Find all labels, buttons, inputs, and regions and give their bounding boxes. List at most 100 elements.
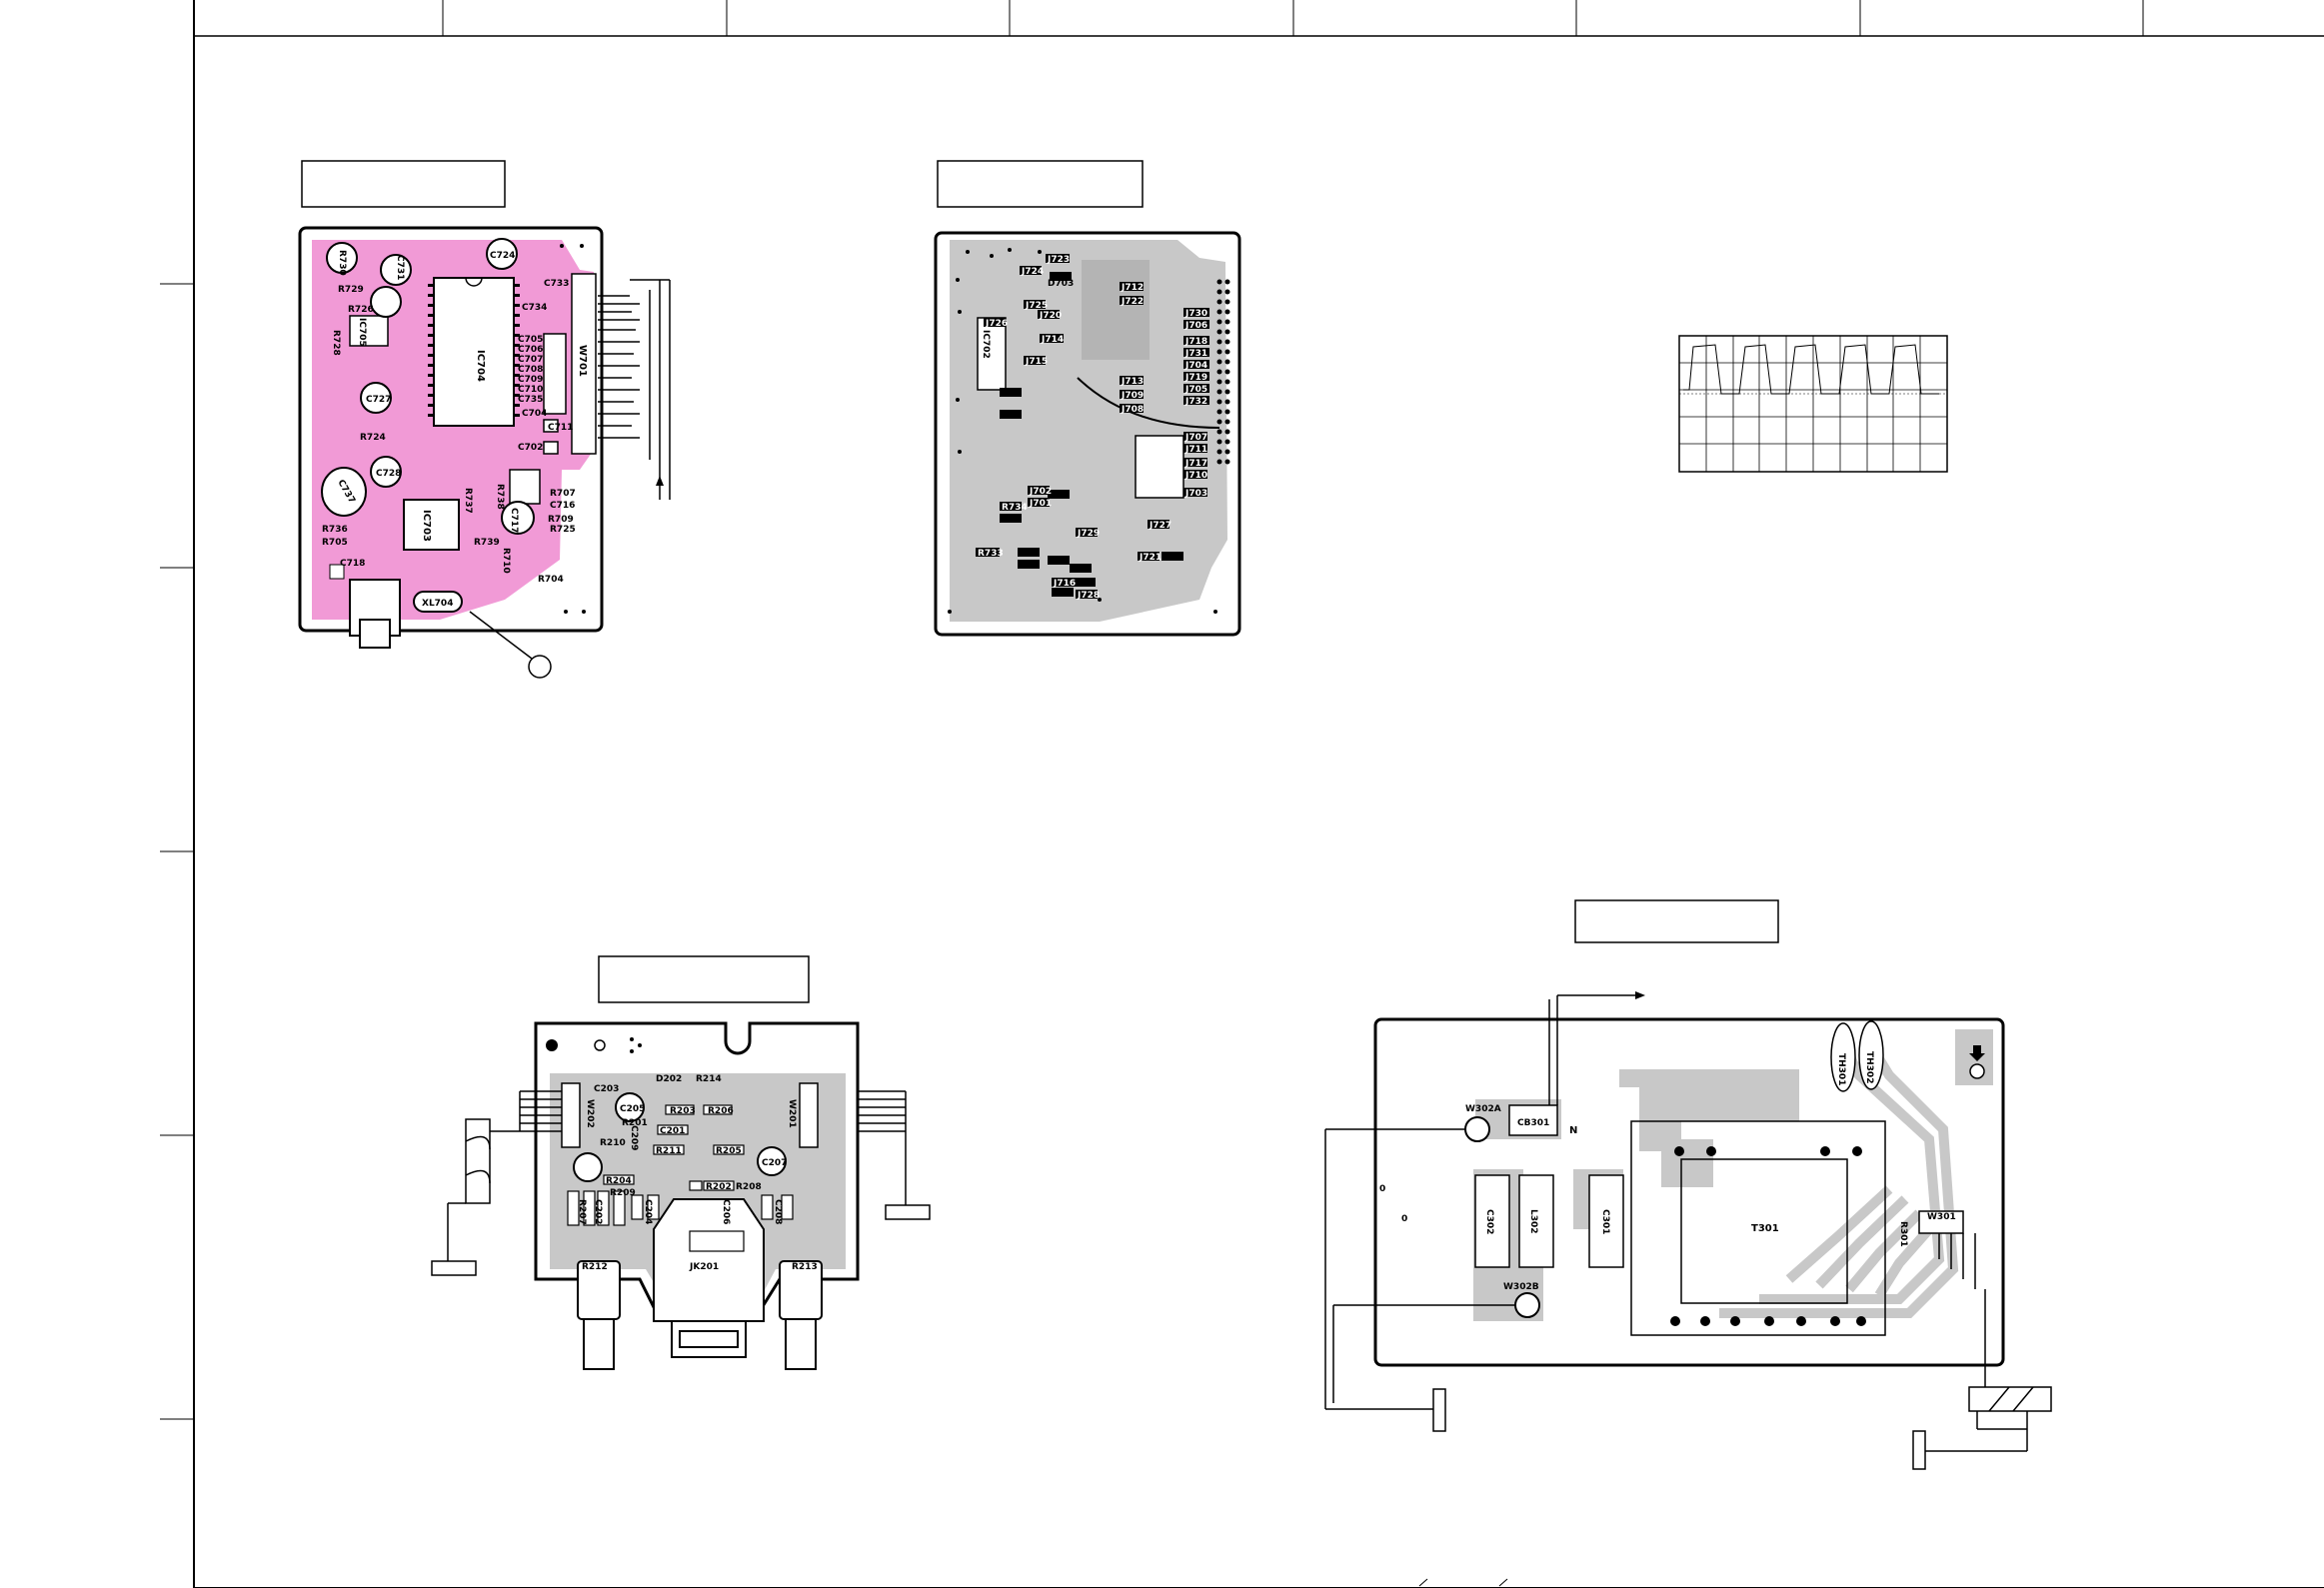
label-c704: C704 — [522, 409, 547, 419]
jumper-j724: J724 — [1021, 267, 1044, 277]
label-jk201: JK201 — [689, 1262, 719, 1272]
label-r737: R737 — [463, 488, 473, 514]
jumper-j714: J714 — [1041, 335, 1064, 345]
label-r725: R725 — [550, 525, 576, 535]
label-w302a: W302A — [1465, 1104, 1501, 1114]
label-r208: R208 — [736, 1182, 762, 1192]
jumper-j730: J730 — [1184, 309, 1207, 319]
ic704-chip — [433, 277, 515, 427]
jumper-j721: J721 — [1139, 553, 1162, 563]
label-c705: C705 — [518, 335, 543, 345]
label-c202: C202 — [593, 1199, 603, 1224]
label-c716: C716 — [550, 501, 575, 511]
ic705-chip — [349, 315, 389, 347]
jumper-j716: J716 — [1053, 579, 1076, 589]
w202-connector — [561, 1082, 581, 1148]
label-r202: R202 — [706, 1182, 732, 1192]
label-r210: R210 — [600, 1138, 626, 1148]
label-c702: C702 — [518, 443, 543, 453]
label-c734: C734 — [522, 303, 547, 313]
jumper-j717: J717 — [1184, 459, 1207, 469]
label-c711: C711 — [548, 423, 573, 433]
label-cb301: CB301 — [1517, 1118, 1549, 1128]
label-c728: C728 — [376, 469, 401, 479]
label-w302b: W302B — [1503, 1282, 1539, 1292]
label-r205: R205 — [716, 1146, 742, 1156]
waveform-grid — [1678, 335, 1948, 473]
jumper-j702: J702 — [1029, 487, 1052, 497]
label-c201: C201 — [660, 1126, 685, 1136]
jumper-j725: J725 — [1025, 301, 1048, 311]
ic704-label: IC704 — [475, 350, 486, 382]
label-c706: C706 — [518, 345, 543, 355]
jumper-j720: J720 — [1039, 311, 1062, 321]
digital-board: IC704 IC703 IC705 W701 XL704 — [298, 226, 671, 679]
label-d703: D703 — [1048, 279, 1074, 289]
w701-label: W701 — [577, 345, 588, 377]
label-w201: W201 — [787, 1099, 797, 1128]
ic705-label: IC705 — [357, 318, 367, 347]
label-r724: R724 — [360, 433, 386, 443]
label-c707: C707 — [518, 355, 543, 365]
ic703-chip — [403, 499, 460, 551]
label-c203: C203 — [594, 1084, 619, 1094]
sheet-frame — [160, 0, 2324, 1588]
footer-ticks — [1418, 1578, 1508, 1587]
label-w301: W301 — [1927, 1212, 1956, 1222]
jumper-j729: J729 — [1077, 529, 1100, 539]
jumper-j704: J704 — [1184, 361, 1207, 371]
jumper-j711: J711 — [1184, 445, 1207, 455]
w701-connector — [571, 273, 597, 455]
jumper-j706: J706 — [1184, 321, 1207, 331]
label-c717: C717 — [509, 508, 519, 533]
label-r704: R704 — [538, 575, 564, 585]
label-c301: C301 — [1600, 1209, 1610, 1234]
label-r738: R738 — [495, 484, 505, 510]
label-c727: C727 — [366, 395, 391, 405]
label-r726: R726 — [348, 305, 374, 315]
jumper-j703: J703 — [1184, 489, 1207, 499]
label-c206: C206 — [721, 1199, 731, 1224]
xl704-label: XL704 — [422, 599, 453, 609]
label-c208: C208 — [773, 1199, 783, 1224]
label-n: N — [1569, 1125, 1577, 1136]
label-r301: R301 — [1898, 1221, 1908, 1247]
jumper-j705: J705 — [1184, 385, 1207, 395]
label-r209: R209 — [610, 1188, 636, 1198]
label-r728: R728 — [331, 330, 341, 356]
label-r739: R739 — [474, 538, 500, 548]
label-r207: R207 — [577, 1199, 587, 1225]
label-r709: R709 — [548, 515, 574, 525]
label-c735: C735 — [518, 395, 543, 405]
digital-board-back: IC702 — [934, 231, 1241, 637]
label-c724: C724 — [490, 251, 515, 261]
jumper-j701: J701 — [1029, 499, 1052, 509]
label-c209: C209 — [629, 1125, 639, 1150]
label-r736: R736 — [322, 525, 348, 535]
label-r204: R204 — [606, 1176, 632, 1186]
label-r214: R214 — [696, 1074, 722, 1084]
jumper-j727: J727 — [1149, 521, 1171, 531]
label-c709: C709 — [518, 375, 543, 385]
jumper-j731: J731 — [1184, 349, 1207, 359]
jumper-j708: J708 — [1121, 405, 1144, 415]
jumper-j710: J710 — [1184, 471, 1207, 481]
jumper-j713: J713 — [1121, 377, 1144, 387]
jumper-j722: J722 — [1121, 297, 1144, 307]
label-c731: C731 — [395, 255, 405, 280]
jumper-j723: J723 — [1047, 255, 1070, 265]
label-r734: R734 — [1002, 503, 1028, 513]
ic702-chip — [977, 317, 1007, 391]
mark-zero-1: 0 — [1379, 1184, 1385, 1194]
input-board: W202 W201 JK201 D202 R214 — [431, 1021, 931, 1370]
label-r211: R211 — [656, 1146, 682, 1156]
power-board: T301 TH301 TH302 W302A CB301 N C302 L302… — [1324, 991, 2052, 1470]
t301-transformer — [1630, 1120, 1886, 1336]
label-t301: T301 — [1751, 1223, 1779, 1234]
jumper-j709: J709 — [1121, 391, 1144, 401]
label-r707: R707 — [550, 489, 576, 499]
label-th301: TH301 — [1836, 1053, 1846, 1085]
label-r201: R201 — [622, 1118, 648, 1128]
label-c710: C710 — [518, 385, 543, 395]
w201-connector — [799, 1082, 819, 1148]
